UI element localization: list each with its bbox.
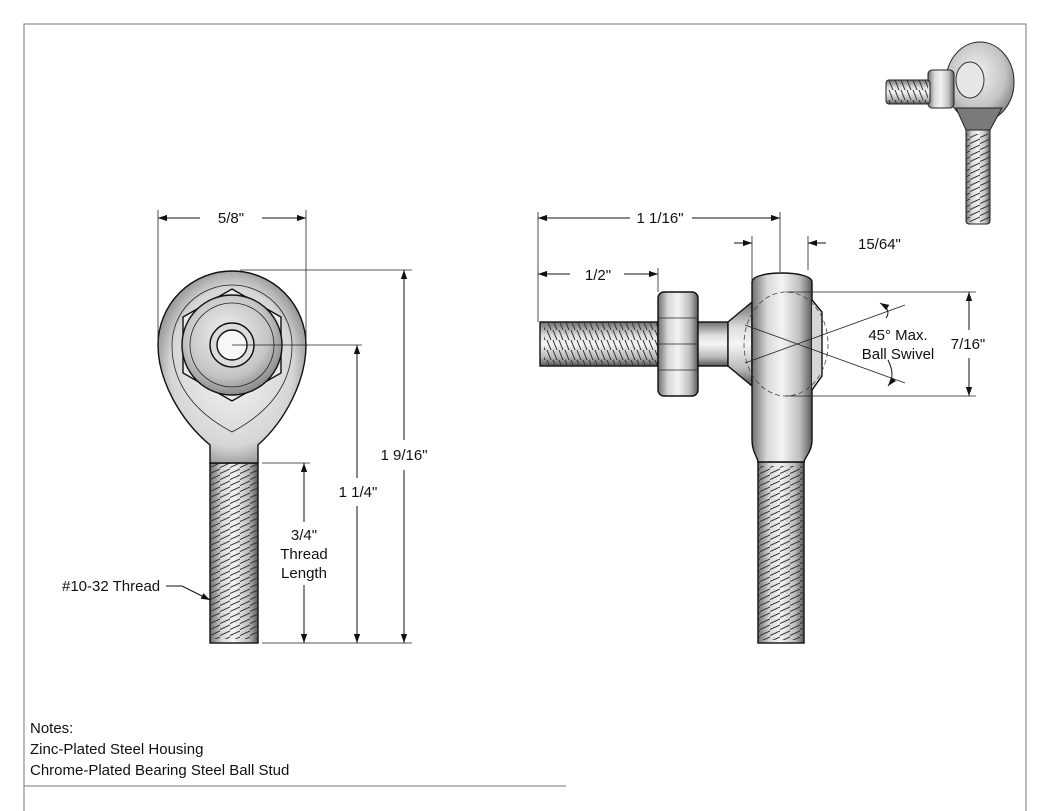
iso-ball xyxy=(955,61,985,99)
notes-title: Notes: xyxy=(30,720,73,737)
front-width-label: 5/8" xyxy=(218,210,244,227)
side-ball-face xyxy=(811,299,823,391)
side-stud-flare xyxy=(727,300,753,388)
swivel-line-1 xyxy=(744,324,906,384)
sheet-border xyxy=(23,23,1027,811)
front-eye-inner-ring xyxy=(171,284,293,433)
front-thread-lines xyxy=(210,463,258,639)
front-thread-label-3: Length xyxy=(281,565,327,582)
side-body-thread-lines xyxy=(758,466,804,640)
side-stud-thread-lines xyxy=(544,322,658,366)
iso-shank-thread xyxy=(966,134,990,222)
iso-stud-thread xyxy=(888,80,928,104)
thread-callout-label: #10-32 Thread xyxy=(62,578,160,595)
front-overall-label: 1 9/16" xyxy=(380,447,427,464)
side-view: 1 1/16" 1/2" 15/64" 7/16" 45° Max. Ball … xyxy=(537,210,986,644)
side-overall-label: 1 1/16" xyxy=(636,210,683,227)
swivel-label-2: Ball Swivel xyxy=(862,346,935,363)
side-ball-label: 7/16" xyxy=(951,336,986,353)
side-stud-label: 1/2" xyxy=(585,267,611,284)
swivel-line-2 xyxy=(744,304,906,364)
notes-block: Notes: Zinc-Plated Steel Housing Chrome-… xyxy=(30,720,289,779)
side-head-label: 15/64" xyxy=(858,236,901,253)
isometric-thumbnail xyxy=(885,41,1015,225)
front-thread-label-1: 3/4" xyxy=(291,527,317,544)
iso-hex xyxy=(927,69,955,109)
note-item-2: Chrome-Plated Bearing Steel Ball Stud xyxy=(30,762,289,779)
front-view: 5/8" 1 9/16" 1 1/4" 3/4" Thread Length #… xyxy=(62,210,428,644)
front-center-label: 1 1/4" xyxy=(339,484,378,501)
swivel-arc-top xyxy=(879,302,890,319)
swivel-arc-bottom xyxy=(887,359,897,387)
iso-neck xyxy=(955,107,1003,131)
side-stud-neck xyxy=(697,321,729,367)
front-thread-label-2: Thread xyxy=(280,546,328,563)
note-item-1: Zinc-Plated Steel Housing xyxy=(30,741,203,758)
thread-callout-leader xyxy=(166,585,211,601)
swivel-label-1: 45° Max. xyxy=(868,327,927,344)
side-body-housing xyxy=(751,272,813,463)
